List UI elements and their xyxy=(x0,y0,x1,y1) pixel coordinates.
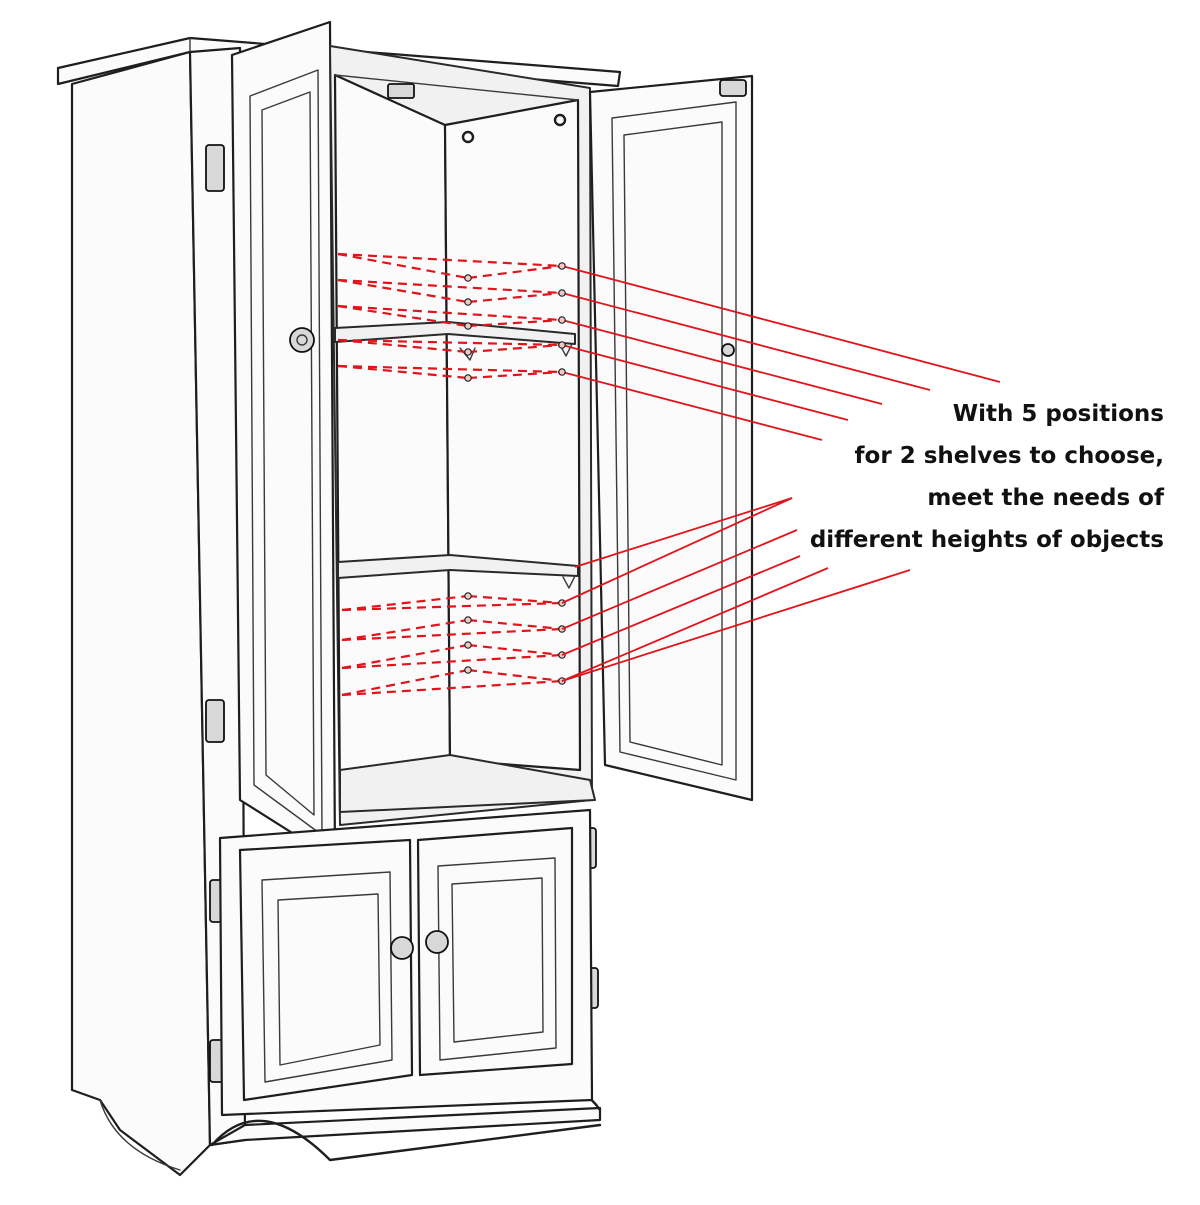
dashed-guide-line xyxy=(337,278,563,295)
shelf-peg-icon xyxy=(464,666,472,674)
shelf-peg-icon xyxy=(558,316,566,324)
latch-icon xyxy=(387,83,415,99)
dashed-guide-line xyxy=(337,252,469,280)
dashed-guide-line xyxy=(341,653,563,670)
shelf-peg-icon xyxy=(464,592,472,600)
dashed-guide-line xyxy=(341,627,563,642)
dashed-guide-line xyxy=(341,618,469,642)
dashed-guide-line xyxy=(467,318,563,328)
shelf-positions-caption: With 5 positions for 2 shelves to choose… xyxy=(744,393,1164,561)
dashed-guide-line xyxy=(337,338,563,347)
dashed-guide-line xyxy=(341,601,563,612)
dashed-guide-line xyxy=(341,679,563,697)
leader-line xyxy=(561,569,911,682)
dashed-guide-line xyxy=(467,264,563,280)
door-catch-icon xyxy=(721,343,735,357)
caption-line-2: for 2 shelves to choose, xyxy=(854,443,1164,469)
caption-line-4: different heights of objects xyxy=(809,527,1164,553)
dashed-guide-line xyxy=(337,304,563,322)
leader-line xyxy=(561,319,883,405)
dashed-guide-line xyxy=(337,304,469,328)
leader-line xyxy=(561,292,931,391)
knob-icon xyxy=(390,936,414,960)
shelf-peg-icon xyxy=(464,274,472,282)
dashed-guide-line xyxy=(467,343,563,354)
shelf-peg-icon xyxy=(464,616,472,624)
dashed-guide-line xyxy=(467,618,563,631)
caption-line-3: meet the needs of xyxy=(927,485,1164,511)
leader-line xyxy=(561,555,801,656)
shelf-peg-icon xyxy=(558,368,566,376)
upper-left-door xyxy=(230,20,337,862)
leader-line xyxy=(561,567,829,682)
leader-line xyxy=(561,344,849,421)
dashed-guide-line xyxy=(341,668,469,697)
shelf-peg-icon xyxy=(464,322,472,330)
hinge-icon xyxy=(719,79,747,97)
lower-cabinet xyxy=(218,808,594,1117)
dashed-guide-line xyxy=(467,370,563,380)
leader-line xyxy=(574,497,793,568)
shelf-peg-icon xyxy=(558,289,566,297)
upper-right-door xyxy=(588,74,754,802)
shelf-peg-icon xyxy=(558,341,566,349)
leader-line xyxy=(561,265,1001,383)
upper-shelf-position-annotations xyxy=(337,252,1001,441)
dashed-guide-line xyxy=(337,338,469,354)
dashed-guide-line xyxy=(337,252,563,268)
leader-line xyxy=(561,371,823,441)
dashed-guide-line xyxy=(341,594,469,612)
dashed-guide-line xyxy=(337,278,469,304)
caption-line-1: With 5 positions xyxy=(952,401,1164,427)
shelf-peg-icon xyxy=(558,262,566,270)
dashed-guide-line xyxy=(337,364,563,374)
lower-shelf-position-annotations xyxy=(341,497,911,697)
shelf-peg-icon xyxy=(464,348,472,356)
cabinet-side-panel xyxy=(70,50,212,1177)
dashed-guide-line xyxy=(341,643,469,670)
leader-line xyxy=(561,497,793,604)
shelf-peg-icon xyxy=(464,641,472,649)
dashed-guide-line xyxy=(467,643,563,657)
shelf-lower xyxy=(337,554,579,579)
leader-line xyxy=(561,529,798,630)
shelf-peg-icon xyxy=(464,298,472,306)
dashed-guide-line xyxy=(467,594,563,605)
shelf-peg-icon xyxy=(464,374,472,382)
knob-icon xyxy=(289,327,315,353)
dashed-guide-line xyxy=(337,364,469,380)
upper-interior xyxy=(329,45,596,826)
dashed-guide-line xyxy=(467,291,563,304)
knob-icon xyxy=(425,930,449,954)
dashed-guide-line xyxy=(467,668,563,683)
